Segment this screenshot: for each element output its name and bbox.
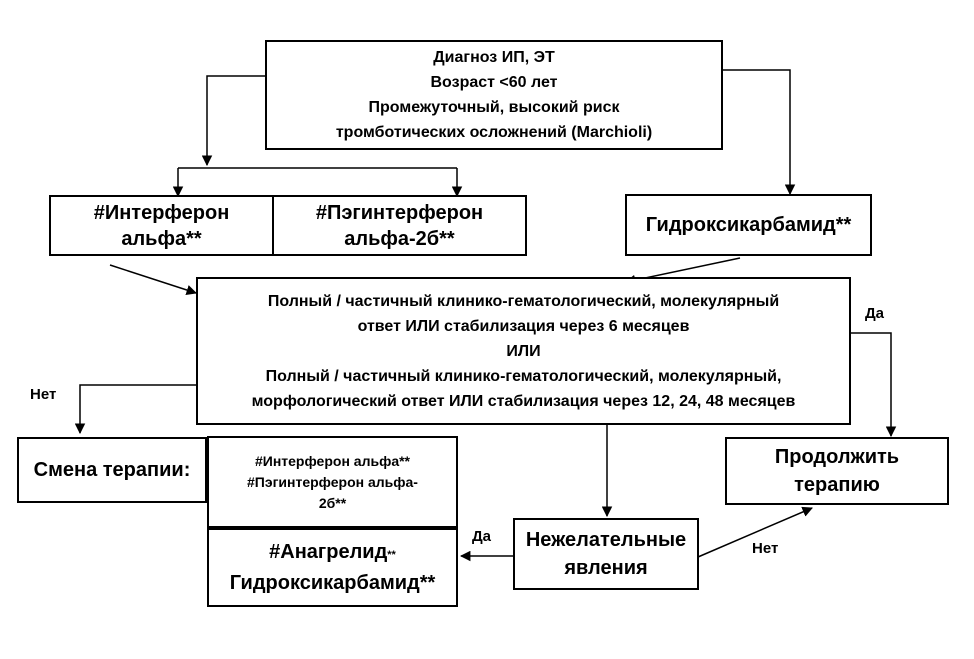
response-line-3: ИЛИ (506, 342, 541, 360)
diagnosis-line-4: тромботических осложнений (Marchioli) (335, 124, 653, 141)
diagnosis-box: Диагноз ИП, ЭТ Возраст <60 лет Промежуто… (265, 40, 723, 150)
alt-options-line-1: #Интерферон альфа** (254, 452, 411, 469)
response-line-2: ответ ИЛИ стабилизация через 6 месяцев (357, 317, 690, 335)
hydroxycarbamide-top-text: Гидроксикарбамид** (645, 213, 852, 236)
change-therapy-box: Смена терапии: (17, 437, 207, 503)
arrow-response-to-change (74, 384, 196, 435)
peginterferon-line-1: #Пэгинтерферон (315, 201, 484, 224)
arrow-adverse-to-continue (697, 506, 813, 558)
arrow-diagnosis-to-split (201, 75, 265, 167)
alt-options-box: #Интерферон альфа** #Пэгинтерферон альфа… (207, 436, 458, 528)
arrow-diagnosis-to-hydroxycarbamide (722, 69, 796, 196)
change-therapy-text: Смена терапии: (33, 458, 191, 481)
adverse-line-2: явления (564, 557, 648, 579)
label-no-change: Нет (30, 386, 57, 403)
peginterferon-line-2: альфа-2б** (344, 227, 455, 250)
response-line-4: Полный / частичный клинико-гематологичес… (265, 367, 782, 385)
alt-options-line-2: #Пэгинтерферон альфа- (247, 473, 418, 490)
label-yes-continue: Да (865, 305, 885, 322)
label-yes-adverse: Да (472, 528, 492, 545)
response-box: Полный / частичный клинико-гематологичес… (196, 277, 851, 425)
anagrelide-line-2: Гидроксикарбамид** (229, 572, 436, 594)
label-no-adverse: Нет (752, 540, 779, 557)
continue-therapy-box: Продолжить терапию (725, 437, 949, 505)
alt-options-line-3: 2б** (318, 494, 347, 511)
peginterferon-box: #Пэгинтерферон альфа-2б** (272, 195, 527, 256)
response-line-1: Полный / частичный клинико-гематологичес… (267, 292, 780, 310)
response-line-5: морфологический ответ ИЛИ стабилизация ч… (251, 392, 796, 410)
diagnosis-line-1: Диагноз ИП, ЭТ (433, 49, 555, 66)
adverse-line-1: Нежелательные (525, 529, 687, 551)
anagrelide-box: #Анагрелид** Гидроксикарбамид** (207, 528, 458, 607)
arrow-interferon-to-response (109, 264, 197, 296)
diagnosis-line-2: Возраст <60 лет (430, 74, 558, 91)
anagrelide-mark: ** (387, 549, 396, 561)
adverse-events-box: Нежелательные явления (513, 518, 699, 590)
arrow-response-to-continue (851, 332, 897, 438)
continue-line-1: Продолжить (774, 446, 900, 468)
interferon-line-1: #Интерферон (93, 201, 230, 224)
hydroxycarbamide-top-box: Гидроксикарбамид** (625, 194, 872, 256)
continue-line-2: терапию (794, 474, 880, 496)
interferon-box: #Интерферон альфа** (49, 195, 274, 256)
anagrelide-name: #Анагрелид (269, 541, 388, 563)
anagrelide-line-1: #Анагрелид** (269, 538, 396, 569)
diagnosis-line-3: Промежуточный, высокий риск (368, 99, 620, 116)
interferon-line-2: альфа** (121, 227, 202, 250)
